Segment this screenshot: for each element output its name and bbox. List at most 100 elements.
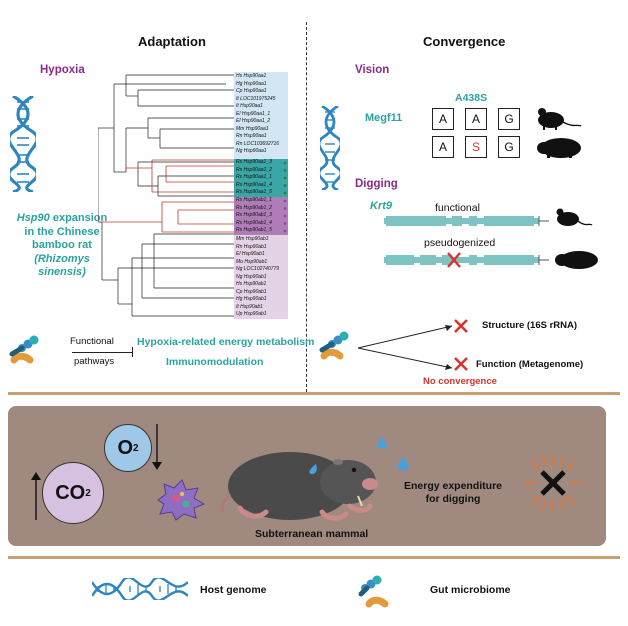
leaf: Rn Hsp90aa1 (236, 133, 267, 139)
mutation-label: A438S (455, 92, 488, 104)
megf11-gene: Megf11 (365, 112, 403, 124)
leaf: El Hsp90aa1_2 (236, 118, 271, 124)
function-text: Function (Metagenome) (476, 359, 584, 370)
inhibit-bar (132, 347, 133, 357)
co2-text: CO (55, 481, 86, 504)
tree-leaves-top: Hs Hsp90aa1 Hg Hsp90aa1 Cp Hsp90aa1 It L… (236, 73, 279, 156)
mouse-icon (556, 208, 593, 226)
digging-label: Digging (355, 178, 398, 190)
tree-leaves-rs-ab: Rs Hsp90ab1_1 Rs Hsp90ab1_2 Rs Hsp90ab1_… (236, 197, 272, 235)
leaf: Rs Hsp90aa1_5 (236, 189, 272, 195)
structure-text: Structure (16S rRNA) (482, 320, 578, 331)
seq-box: A (432, 108, 454, 130)
mole-rat-icon (555, 251, 598, 269)
right-title: Convergence (423, 34, 506, 49)
seq-box: A (432, 136, 454, 158)
leaf: Rs Hsp90aa1_1 (236, 174, 272, 180)
leaf: It Hsp90ab1 (236, 303, 263, 310)
leaf: Hs Hsp90ab1 (236, 281, 267, 287)
vertical-divider (306, 22, 307, 392)
vision-label: Vision (355, 64, 390, 76)
leaf: Mo Hsp90ab1 (236, 258, 268, 265)
hsp90-expansion-text: expansion (49, 212, 108, 224)
functional-gene (384, 216, 549, 226)
tree-leaves-rs-aa: Rs Hsp90aa1_3 Rs Hsp90aa1_2 Rs Hsp90aa1_… (236, 159, 272, 197)
seq-box: A (465, 108, 487, 130)
leaf: Up Hsp90ab1 (236, 311, 267, 317)
leaf: Hg Hsp90aa1 (236, 80, 267, 87)
leaf: Rs Hsp90aa1_2 (236, 166, 272, 173)
tree-panel-teal (234, 159, 288, 197)
energy-line1: Energy expenditure (403, 480, 503, 492)
separator-bottom (8, 556, 620, 559)
tree-panel-purple (234, 197, 288, 235)
leaf: It LOC101975245 (236, 95, 276, 102)
functional-label: Functional (70, 336, 114, 347)
caption-line3: bamboo rat (32, 239, 92, 251)
down-arrow-icon (152, 424, 162, 470)
functional-text: functional (435, 202, 480, 214)
leaf: Cp Hsp90ab1 (236, 288, 267, 295)
leaf: Rs Hsp90ab1_2 (236, 204, 272, 211)
leaf: Ng Hsp90ab1 (236, 273, 267, 280)
seq-box-mutated: S (465, 136, 487, 158)
energy-text: Energy expenditure for digging (398, 480, 508, 506)
separator-top (8, 392, 620, 395)
leaf: Ng LOC102740779 (236, 266, 280, 272)
tree-panel-blue (234, 72, 288, 159)
arrows (357, 325, 453, 370)
pathways-label: pathways (74, 356, 115, 367)
sweat-drop-icon (397, 456, 409, 470)
energy-burst-icon (524, 454, 582, 512)
legend-host-genome: Host genome (200, 584, 267, 596)
leaf: Rn Hsp90ab1 (236, 243, 267, 250)
cross-icon (454, 357, 468, 371)
cross-icon (454, 319, 468, 333)
leaf: El Hsp90aa1_1 (236, 110, 271, 117)
co2-subscript: 2 (85, 487, 91, 499)
gut-microbiome-icon (9, 335, 39, 364)
pseudogenized-gene (384, 252, 549, 268)
hsp90-caption: Hsp90 expansion in the Chinese bamboo ra… (10, 212, 114, 280)
leaf: Rs Hsp90ab1_4 (236, 219, 272, 226)
leaf: Cp Hsp90aa1 (236, 88, 267, 94)
caption-line2: in the Chinese (24, 225, 100, 238)
pathway-immuno: Immunomodulation (166, 356, 264, 368)
seq-box: G (498, 136, 520, 158)
leaf: Rn LOC103692716 (236, 140, 280, 147)
functional-line (72, 352, 132, 353)
hsp90-gene: Hsp90 (16, 212, 50, 224)
o2-subscript: 2 (133, 442, 139, 454)
phylogenetic-tree (98, 74, 234, 317)
energy-line2: for digging (425, 493, 481, 505)
leaf: Rs Hsp90ab1_1 (236, 197, 272, 203)
pathway-energy: Hypoxia-related energy metabolism (137, 336, 315, 348)
leaf: Rs Hsp90aa1_4 (236, 181, 272, 188)
leaf: Rs Hsp90ab1_3 (236, 212, 272, 218)
o2-text: O (117, 436, 133, 459)
dna-icon (320, 106, 340, 190)
sweat-drop-icon (377, 436, 387, 449)
caption-line4: (Rhizomys sinensis) (34, 252, 90, 279)
seq-box: G (498, 108, 520, 130)
no-convergence-text: No convergence (423, 376, 497, 387)
mouse-icon (538, 108, 582, 130)
leaf: Mm Hsp90ab1 (236, 236, 269, 242)
immune-cell-icon (157, 479, 206, 521)
dna-icon (10, 96, 36, 192)
subterranean-label: Subterranean mammal (255, 528, 369, 540)
leaf: Ng Hsp90aa1 (236, 148, 267, 154)
leaf: It Hsp90aa1 (236, 103, 263, 109)
hypoxia-label: Hypoxia (40, 64, 85, 76)
gut-microbiome-icon (319, 331, 349, 360)
legend-gut-microbiome: Gut microbiome (430, 584, 511, 596)
krt9-gene: Krt9 (370, 200, 393, 212)
leaf: El Hsp90ab1 (236, 251, 265, 257)
left-title: Adaptation (138, 34, 206, 49)
leaf: Rs Hsp90aa1_3 (236, 159, 272, 165)
dna-icon (92, 578, 188, 600)
up-arrow-icon (31, 472, 41, 520)
tree-panel-pink (234, 235, 288, 319)
